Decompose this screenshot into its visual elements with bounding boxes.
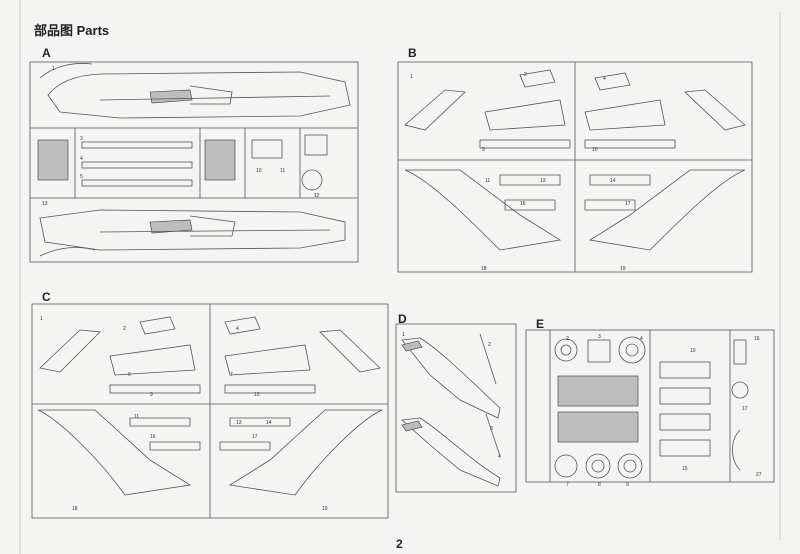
svg-text:10: 10 xyxy=(592,147,598,153)
svg-text:11: 11 xyxy=(485,178,490,184)
svg-text:3: 3 xyxy=(598,334,601,340)
svg-text:11: 11 xyxy=(280,168,285,174)
svg-text:16: 16 xyxy=(754,336,760,342)
section-label-c: C xyxy=(42,290,51,304)
svg-text:19: 19 xyxy=(322,506,328,512)
svg-text:9: 9 xyxy=(482,147,485,153)
svg-text:13: 13 xyxy=(236,420,242,426)
svg-text:10: 10 xyxy=(256,168,262,174)
svg-text:13: 13 xyxy=(540,178,546,184)
svg-text:17: 17 xyxy=(625,201,631,207)
svg-text:11: 11 xyxy=(134,414,139,420)
page-number: 2 xyxy=(396,537,403,551)
svg-text:27: 27 xyxy=(756,472,762,478)
section-label-d: D xyxy=(398,312,407,326)
svg-text:14: 14 xyxy=(610,178,616,184)
svg-text:3: 3 xyxy=(80,136,83,142)
sprue-e: 2 3 4 10 16 17 7 8 9 15 27 xyxy=(525,329,775,488)
svg-text:2: 2 xyxy=(524,72,527,78)
section-label-a: A xyxy=(42,46,51,60)
svg-text:1: 1 xyxy=(410,74,413,80)
svg-text:10: 10 xyxy=(254,392,260,398)
svg-text:3: 3 xyxy=(490,426,493,432)
svg-text:9: 9 xyxy=(626,482,629,488)
svg-text:6: 6 xyxy=(128,372,131,378)
fuselage-half-lower xyxy=(39,209,346,257)
page-title: 部品图 Parts xyxy=(34,23,110,38)
svg-text:5: 5 xyxy=(80,174,83,180)
sprue-a: 1 3 4 5 13 10 11 12 xyxy=(29,61,359,263)
svg-text:2: 2 xyxy=(566,336,569,342)
svg-text:17: 17 xyxy=(742,406,748,412)
svg-text:13: 13 xyxy=(42,201,48,207)
svg-text:1: 1 xyxy=(52,66,55,72)
svg-text:10: 10 xyxy=(690,348,696,354)
svg-text:19: 19 xyxy=(620,266,626,272)
svg-text:12: 12 xyxy=(314,193,320,199)
sprue-c: 1 2 4 6 7 9 10 11 13 14 16 17 18 19 xyxy=(31,303,389,519)
svg-text:7: 7 xyxy=(566,482,569,488)
svg-text:7: 7 xyxy=(230,372,233,378)
svg-text:18: 18 xyxy=(72,506,78,512)
section-label-b: B xyxy=(408,46,417,60)
svg-text:8: 8 xyxy=(598,482,601,488)
sprue-b: 1 2 4 9 10 11 13 14 16 17 18 19 xyxy=(397,61,753,273)
svg-text:4: 4 xyxy=(80,156,83,162)
svg-text:4: 4 xyxy=(640,336,643,342)
svg-text:16: 16 xyxy=(150,434,156,440)
svg-text:16: 16 xyxy=(520,201,526,207)
svg-text:4: 4 xyxy=(498,454,501,460)
svg-text:1: 1 xyxy=(40,316,43,322)
svg-text:17: 17 xyxy=(252,434,258,440)
svg-text:9: 9 xyxy=(150,392,153,398)
svg-text:2: 2 xyxy=(488,342,491,348)
svg-text:18: 18 xyxy=(481,266,487,272)
sprue-d: 1 2 3 4 xyxy=(395,323,517,493)
fuselage-half-upper xyxy=(39,63,351,119)
svg-text:4: 4 xyxy=(603,76,606,82)
svg-text:14: 14 xyxy=(266,420,272,426)
svg-text:2: 2 xyxy=(123,326,126,332)
section-label-e: E xyxy=(536,317,545,331)
svg-text:15: 15 xyxy=(682,466,688,472)
svg-text:4: 4 xyxy=(236,326,239,332)
svg-text:1: 1 xyxy=(402,332,405,338)
